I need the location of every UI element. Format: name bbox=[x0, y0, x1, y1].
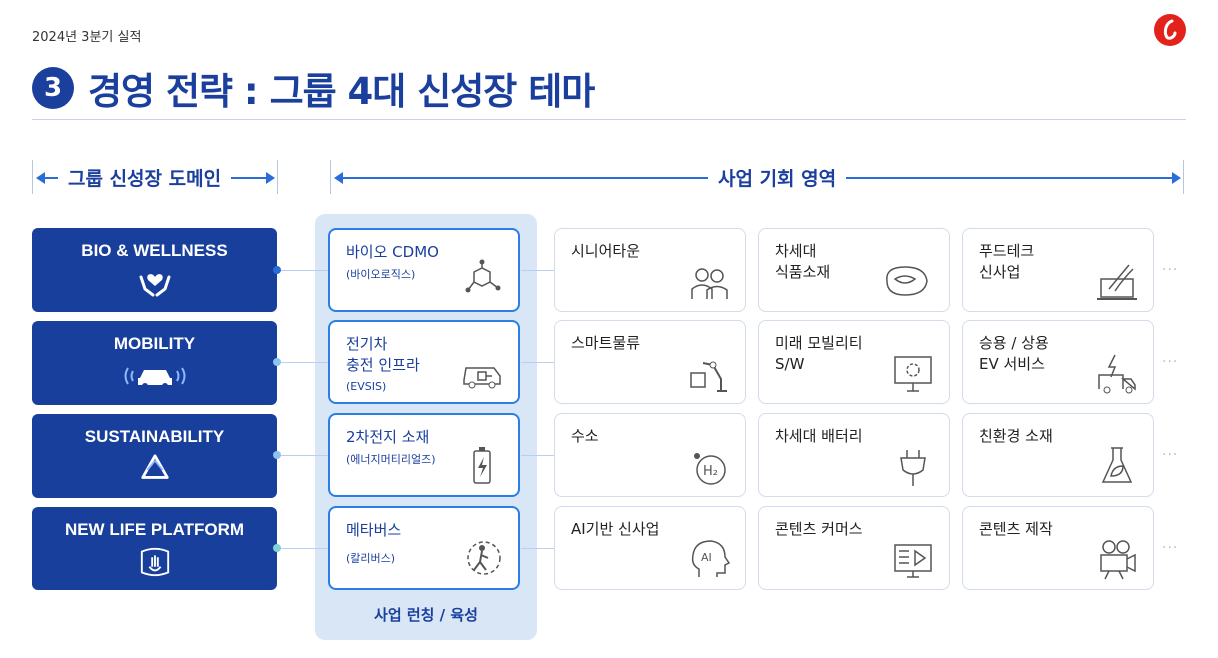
opportunity-card-eco-material: 친환경 소재 bbox=[962, 413, 1154, 497]
heart-hands-icon bbox=[139, 274, 170, 297]
launch-card-metaverse: 메타버스 (칼리버스) bbox=[328, 506, 520, 590]
card-title: 바이오 CDMO bbox=[346, 243, 439, 261]
commerce-monitor-icon bbox=[894, 544, 932, 578]
card-title: 메타버스 bbox=[346, 521, 402, 539]
opportunity-card-ev-service: 승용 / 상용 EV 서비스 bbox=[962, 320, 1154, 404]
card-subtitle: (칼리버스) bbox=[346, 552, 396, 565]
hydrogen-icon: H₂ bbox=[694, 453, 726, 485]
opportunity-card-hydrogen: 수소 H₂ bbox=[554, 413, 746, 497]
connector-line bbox=[277, 362, 329, 363]
title-number-badge: 3 bbox=[32, 67, 74, 109]
ev-truck-icon bbox=[1098, 354, 1136, 394]
card-subtitle: (바이오로직스) bbox=[346, 268, 416, 281]
domain-label: SUSTAINABILITY bbox=[84, 427, 225, 446]
launch-card-ev-charging: 전기차 충전 인프라 (EVSIS) bbox=[328, 320, 520, 404]
opportunity-card-next-food: 차세대 식품소재 bbox=[758, 228, 950, 312]
more-indicator: ··· bbox=[1162, 447, 1179, 463]
card-title: 차세대 배터리 bbox=[775, 427, 863, 445]
domain-card-mobility: MOBILITY bbox=[32, 321, 277, 405]
recycle-icon bbox=[140, 454, 169, 479]
connector-line bbox=[277, 548, 329, 549]
card-title: 전기차 충전 인프라 bbox=[346, 334, 420, 376]
card-title: 차세대 식품소재 bbox=[775, 242, 831, 281]
opportunity-card-content-commerce: 콘텐츠 커머스 bbox=[758, 506, 950, 590]
vr-platform-icon bbox=[140, 547, 169, 577]
card-title: AI기반 신사업 bbox=[571, 520, 660, 538]
card-title: 푸드테크 신사업 bbox=[979, 242, 1035, 281]
title-divider bbox=[32, 119, 1186, 120]
opportunity-section-header: 사업 기회 영역 bbox=[330, 160, 1184, 194]
domain-card-sustainability: SUSTAINABILITY bbox=[32, 414, 277, 498]
opportunity-card-senior-town: 시니어타운 bbox=[554, 228, 746, 312]
card-title: 미래 모빌리티 S/W bbox=[775, 334, 863, 373]
launch-card-bio-cdmo: 바이오 CDMO (바이오로직스) bbox=[328, 228, 520, 312]
connector-dot bbox=[273, 266, 281, 274]
connector-line bbox=[521, 455, 555, 456]
ai-head-icon: AI bbox=[691, 540, 731, 577]
battery-icon bbox=[473, 447, 491, 484]
card-title: 콘텐츠 제작 bbox=[979, 520, 1053, 538]
lotte-logo-icon bbox=[1154, 14, 1186, 46]
opportunity-card-content-production: 콘텐츠 제작 bbox=[962, 506, 1154, 590]
card-title: 시니어타운 bbox=[571, 242, 641, 260]
more-indicator: ··· bbox=[1162, 262, 1179, 278]
connector-line bbox=[277, 270, 329, 271]
opportunity-section-label: 사업 기회 영역 bbox=[708, 164, 847, 191]
domain-card-bio-wellness: BIO & WELLNESS bbox=[32, 228, 277, 312]
more-indicator: ··· bbox=[1162, 540, 1179, 556]
dna-laptop-icon bbox=[1097, 264, 1137, 300]
page-title: 3 경영 전략 : 그룹 4대 신성장 테마 bbox=[32, 62, 595, 114]
domain-label: BIO & WELLNESS bbox=[81, 241, 228, 260]
domain-section-label: 그룹 신성장 도메인 bbox=[58, 164, 232, 191]
svg-text:H₂: H₂ bbox=[703, 464, 718, 479]
opportunity-card-next-battery: 차세대 배터리 bbox=[758, 413, 950, 497]
domain-label: NEW LIFE PLATFORM bbox=[64, 520, 245, 539]
connector-dot bbox=[273, 358, 281, 366]
opportunity-card-smart-logistics: 스마트물류 bbox=[554, 320, 746, 404]
title-text: 경영 전략 : 그룹 4대 신성장 테마 bbox=[88, 70, 595, 113]
launch-card-battery-material: 2차전지 소재 (에너지머티리얼즈) bbox=[328, 413, 520, 497]
meat-icon bbox=[886, 266, 928, 296]
ev-charger-icon bbox=[463, 367, 501, 389]
connector-line bbox=[521, 270, 555, 271]
card-subtitle: (EVSIS) bbox=[346, 380, 387, 393]
domain-card-new-life-platform: NEW LIFE PLATFORM bbox=[32, 507, 277, 590]
opportunity-card-future-mobility-sw: 미래 모빌리티 S/W bbox=[758, 320, 950, 404]
card-title-text: 전기차 충전 인프라 bbox=[346, 335, 420, 374]
domain-label: MOBILITY bbox=[113, 334, 196, 353]
molecule-icon bbox=[465, 259, 501, 293]
connector-dot bbox=[273, 544, 281, 552]
card-title: 친환경 소재 bbox=[979, 427, 1053, 445]
more-indicator: ··· bbox=[1162, 354, 1179, 370]
card-subtitle: (에너지머티리얼즈) bbox=[346, 453, 436, 466]
connector-dot bbox=[273, 451, 281, 459]
camera-icon bbox=[1100, 540, 1136, 580]
card-title: 콘텐츠 커머스 bbox=[775, 520, 863, 538]
card-title: 수소 bbox=[571, 427, 599, 445]
connector-line bbox=[277, 455, 329, 456]
card-title: 승용 / 상용 EV 서비스 bbox=[979, 334, 1049, 373]
opportunity-card-ai-business: AI기반 신사업 AI bbox=[554, 506, 746, 590]
domain-section-header: 그룹 신성장 도메인 bbox=[32, 160, 278, 194]
car-signal-icon bbox=[124, 367, 185, 389]
senior-icon bbox=[691, 268, 728, 299]
monitor-gear-icon bbox=[894, 356, 932, 392]
flask-leaf-icon bbox=[1101, 447, 1133, 483]
launch-panel-label: 사업 런칭 / 육성 bbox=[374, 606, 478, 624]
svg-text:AI: AI bbox=[701, 551, 712, 564]
metaverse-icon bbox=[467, 541, 501, 575]
connector-line bbox=[521, 362, 555, 363]
robot-arm-icon bbox=[690, 361, 727, 392]
report-subtitle: 2024년 3분기 실적 bbox=[32, 30, 142, 45]
connector-line bbox=[521, 548, 555, 549]
card-title: 2차전지 소재 bbox=[346, 428, 430, 446]
card-title: 스마트물류 bbox=[571, 334, 641, 352]
plug-icon bbox=[900, 450, 926, 486]
opportunity-card-foodtech: 푸드테크 신사업 bbox=[962, 228, 1154, 312]
